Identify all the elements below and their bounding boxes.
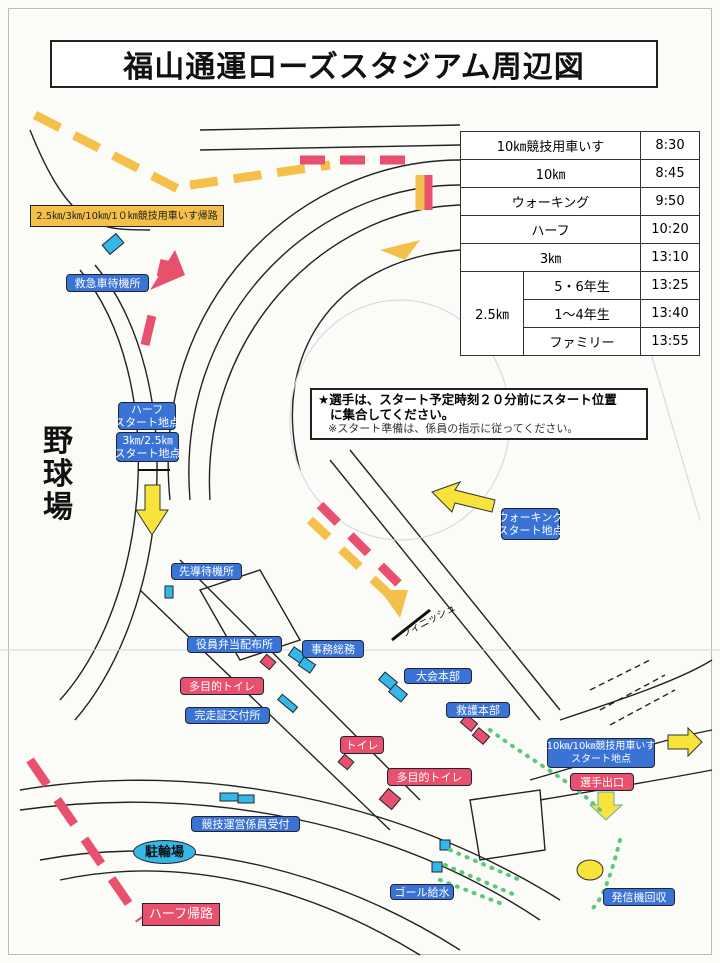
- right-arrow-icon: [667, 726, 703, 758]
- down-arrow-icon: [135, 484, 169, 536]
- page-frame: [8, 8, 712, 955]
- transmitter-label: 発信機回収: [603, 888, 675, 906]
- first-aid-label: 救護本部: [446, 702, 510, 718]
- finish-line: [391, 608, 431, 642]
- notice-box: ★選手は、スタート予定時刻２０分前にスタート位置 に集合してください。 ※スター…: [310, 388, 648, 440]
- wheelchair-start-label: 10㎞/10㎞競技用車いすスタート地点: [547, 738, 655, 768]
- reception-label: 競技運営係員受付: [191, 816, 300, 832]
- orange-arrow-icon: [380, 240, 420, 260]
- half-start-label: ハーフスタート地点: [114, 402, 180, 430]
- arrows: [135, 240, 703, 821]
- multi-toilet-label: 多目的トイレ: [180, 677, 264, 695]
- bicycle-parking-label: 駐輪場: [133, 840, 196, 864]
- hq-label: 大会本部: [404, 668, 472, 684]
- toilet-markers: [259, 653, 491, 811]
- lead-standby-label: 先導待機所: [171, 563, 242, 580]
- walking-arrow-icon: [431, 481, 496, 513]
- baseball-stadium-label: 野球場: [43, 424, 73, 525]
- office-label: 事務総務: [302, 640, 364, 658]
- runner-exit-label: 選手出口: [570, 773, 634, 791]
- return-route-label: 2.5㎞/3㎞/10㎞/1０㎞競技用車いす帰路: [30, 205, 224, 227]
- staff-lunch-label: 役員弁当配布所: [187, 636, 282, 653]
- ambulance-label: 救急車待機所: [66, 274, 149, 292]
- exit-arrow-icon: [588, 791, 624, 821]
- certificate-label: 完走証交付所: [185, 707, 270, 724]
- facility-markers: [101, 232, 451, 873]
- red-arrow-icon: [150, 250, 185, 290]
- half-return-label: ハーフ帰路: [142, 903, 220, 926]
- transmitter-marker: [576, 859, 604, 881]
- page-title: 福山通運ローズスタジアム周辺図: [50, 40, 658, 88]
- toilet-label: トイレ: [340, 736, 384, 754]
- goal-water-label: ゴール給水: [390, 884, 454, 900]
- finish-arrow-icon: [380, 590, 408, 618]
- walking-start-label: ウォーキングスタート地点: [498, 508, 564, 540]
- multi-toilet-label: 多目的トイレ: [387, 768, 472, 786]
